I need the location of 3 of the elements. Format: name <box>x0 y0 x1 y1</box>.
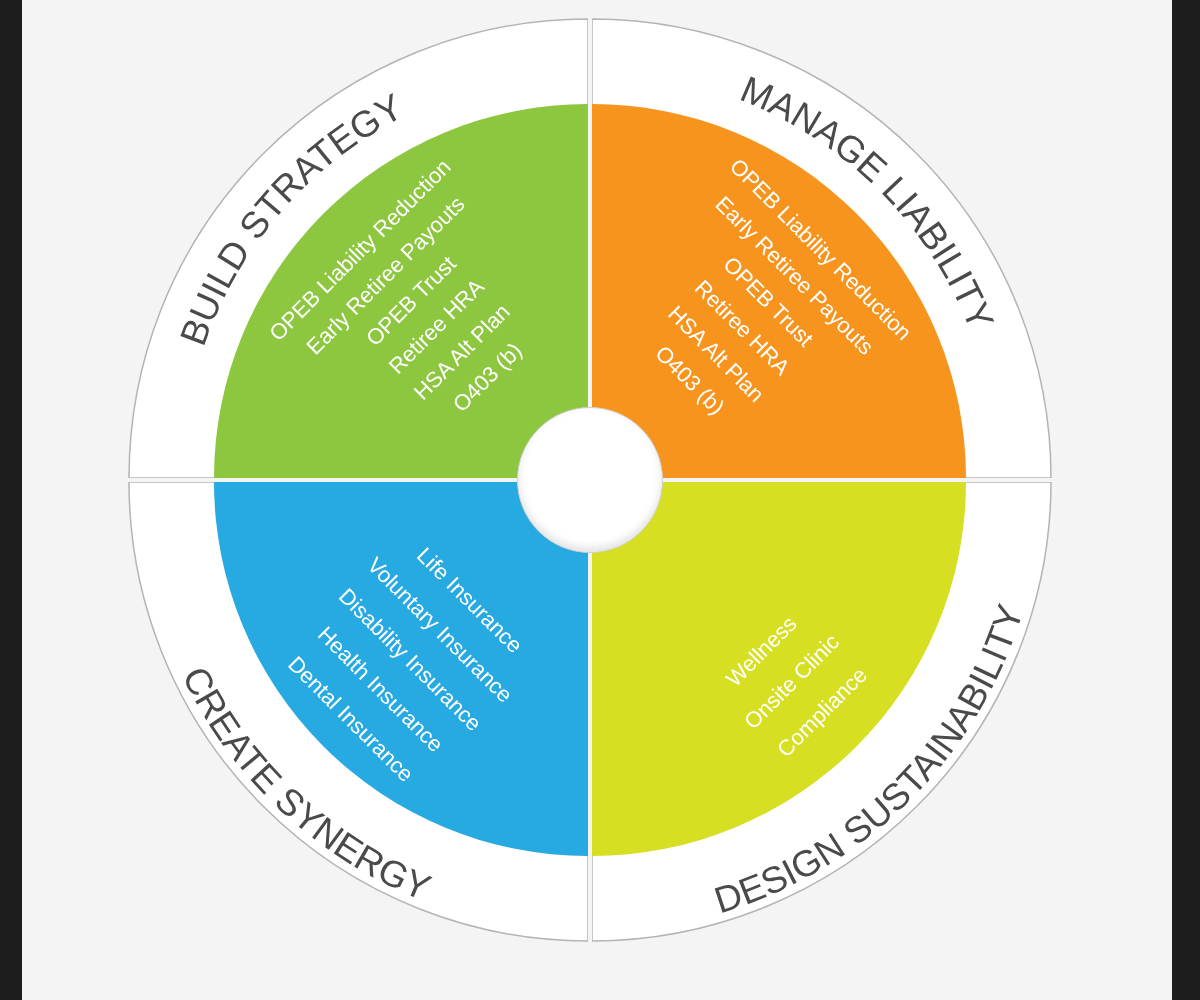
ring-quadrant <box>128 18 588 478</box>
ring-quadrant <box>128 482 588 942</box>
ring-quadrant <box>592 18 1052 478</box>
